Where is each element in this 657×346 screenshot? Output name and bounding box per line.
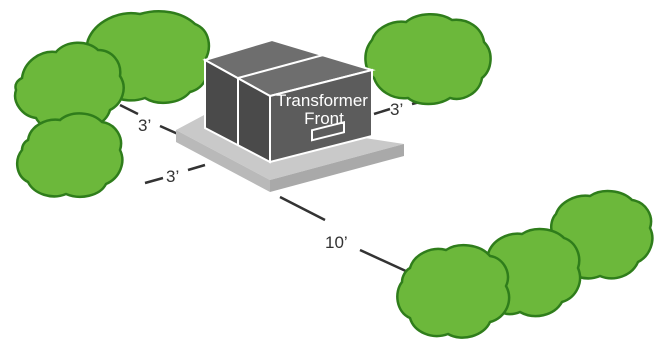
right-clearance-label: 3’ <box>390 100 403 119</box>
front-dim-line-b <box>359 248 409 274</box>
front-clearance-label: 10’ <box>325 233 348 252</box>
left-upper-dim-line-a <box>119 103 139 116</box>
transformer-box: Transformer Front <box>202 38 376 164</box>
left-upper-clearance-label: 3’ <box>138 116 151 135</box>
left-lower-dim-line-a <box>144 176 164 185</box>
shrub-bottom-left <box>15 112 124 198</box>
box-front-handle <box>311 120 345 142</box>
right-dim-line-a <box>373 107 391 116</box>
box-front-face <box>269 68 373 164</box>
transformer-label-line1: Transformer <box>276 91 368 110</box>
shrub-top-left-mid <box>13 41 125 132</box>
shrub-front-right-front <box>396 243 511 339</box>
pad-right-side <box>270 144 404 192</box>
transformer-label-line2: Front <box>304 109 344 128</box>
left-lower-clearance-label: 3’ <box>166 167 179 186</box>
front-dim-line-a <box>279 195 326 222</box>
left-lower-dim-line-b <box>187 163 206 172</box>
shrub-top-right <box>364 13 492 106</box>
left-upper-dim-line-b <box>159 124 179 136</box>
pad-left-side <box>176 130 270 192</box>
box-top-seam <box>237 50 339 79</box>
